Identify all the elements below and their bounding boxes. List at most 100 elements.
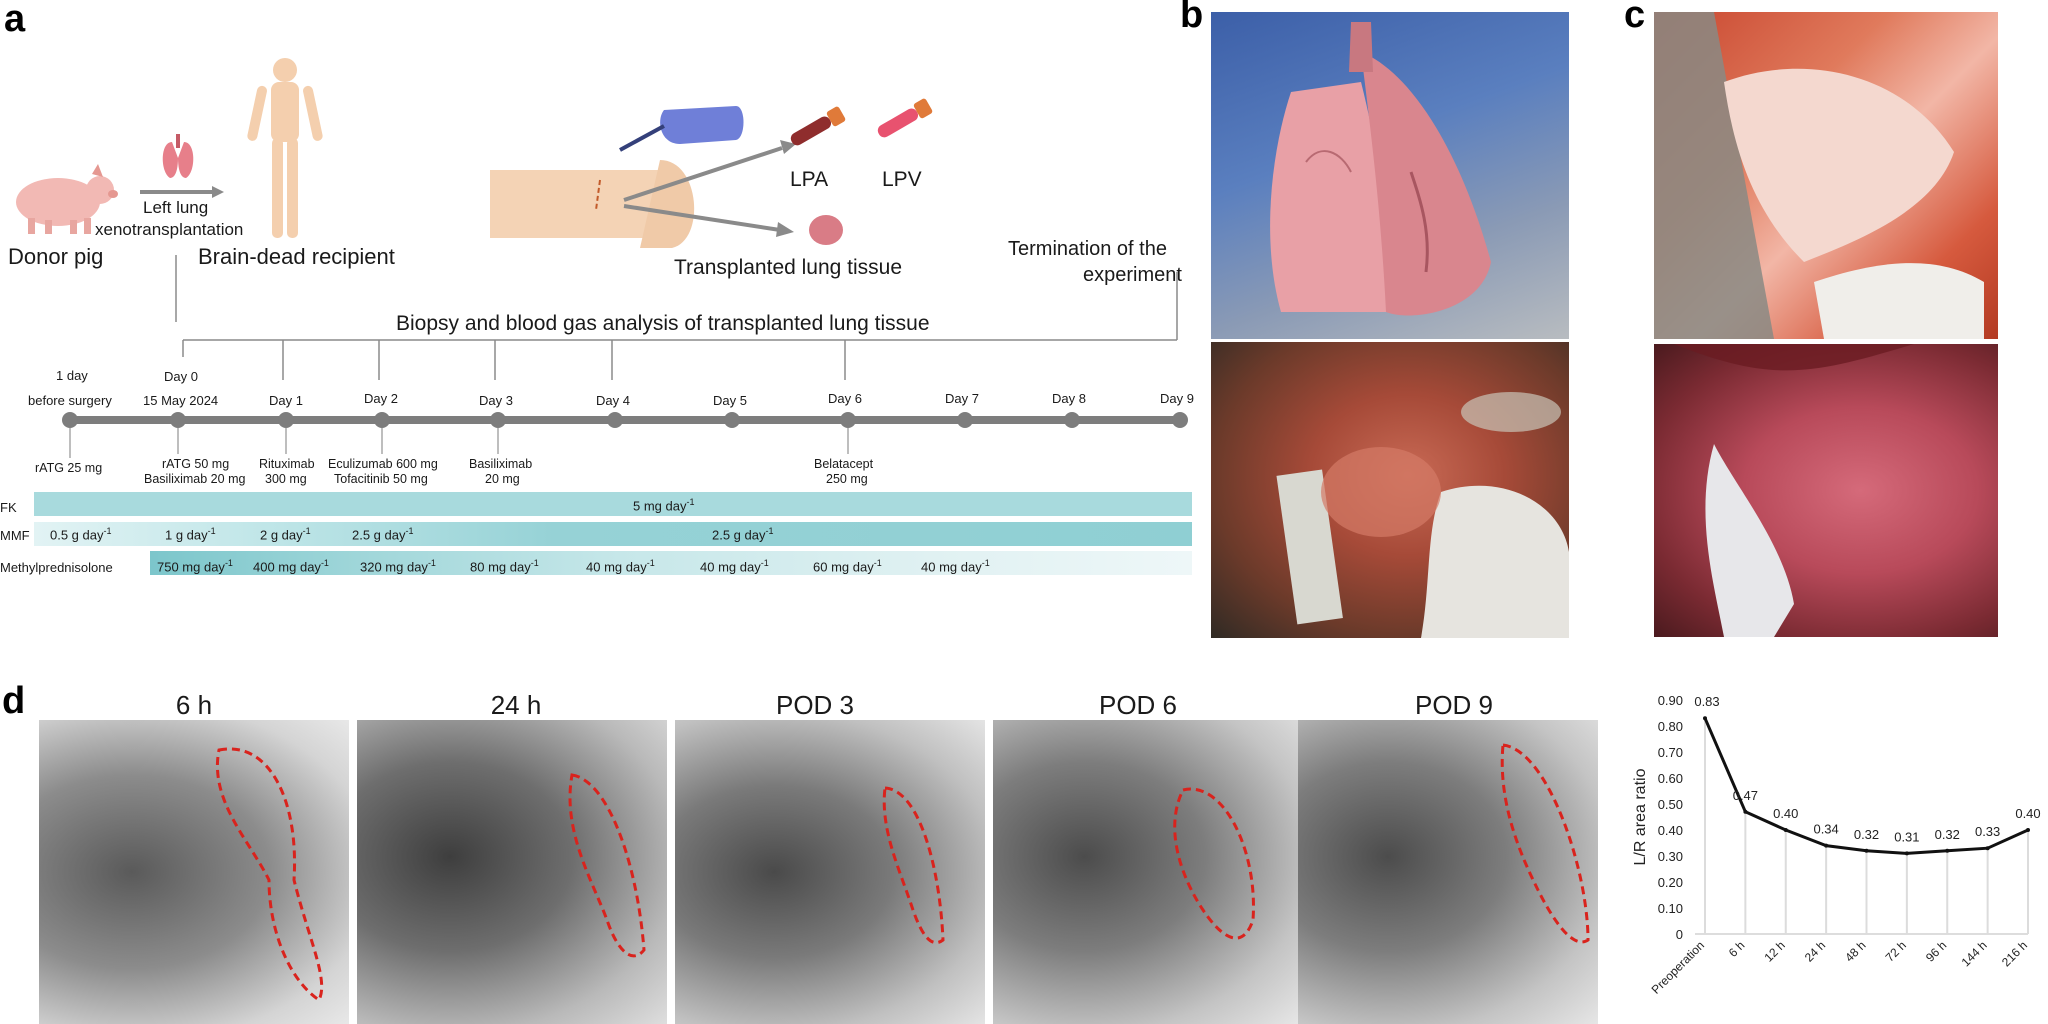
mmf-dose: 2 g day-1 xyxy=(260,526,311,543)
drug-label: rATG 50 mg xyxy=(162,457,230,471)
timeline-dot xyxy=(1172,412,1188,428)
lr-area-ratio-chart: 00.100.200.300.400.500.600.700.800.90L/R… xyxy=(1632,693,2041,997)
day-label: 15 May 2024 xyxy=(143,393,219,408)
glove-icon xyxy=(619,106,744,152)
day-label-top: 1 day xyxy=(56,368,88,383)
data-label: 0.40 xyxy=(2015,806,2040,821)
blood-tube-lpa-icon xyxy=(790,106,846,146)
xray-image-pod6 xyxy=(993,720,1298,1024)
surgery-photo-bottom xyxy=(1211,342,1569,638)
xray-title: POD 6 xyxy=(1098,690,1178,720)
xray-title: 24 h xyxy=(490,690,542,720)
y-tick-label: 0 xyxy=(1676,927,1683,942)
data-label: 0.83 xyxy=(1694,694,1719,709)
drug-label: 300 mg xyxy=(265,472,307,486)
timeline-dot xyxy=(170,412,186,428)
drug-label: Basiliximab 20 mg xyxy=(144,472,246,486)
day-label: Day 2 xyxy=(364,391,398,406)
timeline-dot xyxy=(607,412,623,428)
lung-tissue-icon xyxy=(809,215,843,245)
data-point xyxy=(1864,848,1869,853)
drug-label: 20 mg xyxy=(485,472,520,486)
x-tick-label: Preoperation xyxy=(1649,938,1707,996)
mmf-dose: 1 g day-1 xyxy=(165,526,216,543)
data-label: 0.33 xyxy=(1975,824,2000,839)
fk-bar xyxy=(34,492,1192,516)
day-label: Day 5 xyxy=(713,393,747,408)
drug-label: Basiliximab xyxy=(469,457,533,471)
methylprednisolone-dose: 320 mg day-1 xyxy=(360,558,436,575)
day-label: Day 3 xyxy=(479,393,513,408)
biopsy-label: Biopsy and blood gas analysis of transpl… xyxy=(396,312,930,335)
blood-tube-lpv-icon xyxy=(877,98,933,138)
recipient-label: Brain-dead recipient xyxy=(198,244,395,269)
schematic-illustration xyxy=(16,58,1178,340)
y-tick-label: 0.20 xyxy=(1658,875,1683,890)
fk-row-label: FK xyxy=(0,500,17,515)
donor-pig-label: Donor pig xyxy=(8,244,104,269)
day-label: Day 7 xyxy=(945,391,979,406)
lung-outline xyxy=(568,773,646,958)
xray-title: POD 3 xyxy=(775,690,855,720)
panel-label-a: a xyxy=(4,0,26,40)
methylprednisolone-row-label: Methylprednisolone xyxy=(0,560,113,575)
xray-title: POD 9 xyxy=(1414,690,1494,720)
fk-dose: 5 mg day-1 xyxy=(633,497,695,514)
y-tick-label: 0.70 xyxy=(1658,745,1683,760)
lung-outline xyxy=(1500,743,1590,944)
data-label: 0.32 xyxy=(1935,827,1960,842)
xenotransplantation-label: xenotransplantation xyxy=(95,220,244,239)
lung-photo-top xyxy=(1211,12,1569,339)
human-figure-icon xyxy=(247,58,323,238)
data-label: 0.34 xyxy=(1813,822,1838,837)
lpa-label: LPA xyxy=(790,168,829,191)
drug-label: rATG 25 mg xyxy=(35,461,103,475)
xray-image-pod9 xyxy=(1298,720,1598,1024)
methylprednisolone-dose: 40 mg day-1 xyxy=(700,558,769,575)
data-point xyxy=(1824,843,1829,848)
day-label: before surgery xyxy=(28,393,112,408)
x-tick-label: 48 h xyxy=(1842,938,1868,964)
mmf-bar xyxy=(34,522,1192,546)
data-point xyxy=(2026,828,2030,832)
lpv-label: LPV xyxy=(882,168,922,191)
y-tick-label: 0.80 xyxy=(1658,719,1683,734)
day-label: Day 8 xyxy=(1052,391,1086,406)
methylprednisolone-dose: 750 mg day-1 xyxy=(157,558,233,575)
timeline-dot xyxy=(278,412,294,428)
left-lung-label: Left lung xyxy=(143,198,209,217)
timeline-dot xyxy=(490,412,506,428)
arm-biopsy-icon xyxy=(490,160,695,248)
chest-photo-bottom xyxy=(1654,344,1998,637)
methylprednisolone-dose: 60 mg day-1 xyxy=(813,558,882,575)
y-tick-label: 0.50 xyxy=(1658,797,1683,812)
mmf-dose: 2.5 g day-1 xyxy=(352,526,414,543)
data-label: 0.31 xyxy=(1894,829,1919,844)
timeline-dot xyxy=(1064,412,1080,428)
drug-label: Eculizumab 600 mg xyxy=(328,457,438,471)
y-tick-label: 0.90 xyxy=(1658,693,1683,708)
x-tick-label: 24 h xyxy=(1802,938,1828,964)
pig-icon xyxy=(16,164,118,234)
timeline-dot xyxy=(957,412,973,428)
data-label: 0.40 xyxy=(1773,806,1798,821)
x-tick-label: 144 h xyxy=(1959,938,1990,969)
timeline-dot xyxy=(374,412,390,428)
y-tick-label: 0.40 xyxy=(1658,823,1683,838)
mmf-row-label: MMF xyxy=(0,528,30,543)
y-tick-label: 0.30 xyxy=(1658,849,1683,864)
xray-title: 6 h xyxy=(175,690,213,720)
day-label: Day 4 xyxy=(596,393,630,408)
data-point xyxy=(1904,851,1909,856)
drug-label: 250 mg xyxy=(826,472,868,486)
mmf-dose: 0.5 g day-1 xyxy=(50,526,112,543)
lung-icon xyxy=(162,134,194,178)
methylprednisolone-dose: 40 mg day-1 xyxy=(586,558,655,575)
termination-label-2: experiment xyxy=(1083,264,1182,286)
data-label: 0.32 xyxy=(1854,827,1879,842)
y-axis-label: L/R area ratio xyxy=(1632,768,1649,865)
x-tick-label: 12 h xyxy=(1761,938,1787,964)
data-label: 0.47 xyxy=(1733,788,1758,803)
timeline-dot xyxy=(62,412,78,428)
xray-image-pod3 xyxy=(675,720,985,1024)
